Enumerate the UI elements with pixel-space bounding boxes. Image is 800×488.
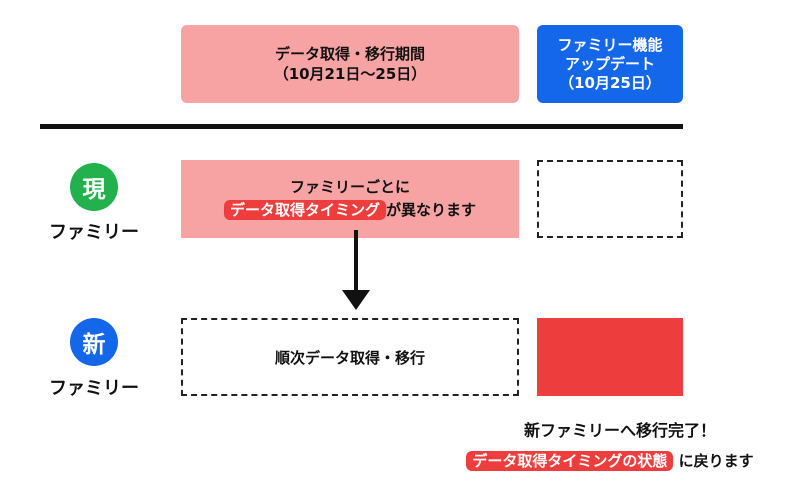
return-highlight-chip: データ取得タイミングの状態 (466, 451, 674, 471)
current-timing-box: ファミリーごとに データ取得タイミングが異なります (181, 160, 519, 238)
current-badge-text: 現 (82, 177, 106, 203)
timing-highlight-chip: データ取得タイミング (223, 200, 386, 220)
empty-dashed-placeholder (537, 160, 683, 238)
return-message-suffix: に戻ります (678, 452, 754, 470)
current-badge: 現 (70, 163, 118, 211)
current-timing-line1: ファミリーごとに (289, 178, 410, 196)
current-family-label: ファミリー (49, 222, 139, 243)
family-update-box: ファミリー機能 アップデート （10月25日） (537, 25, 683, 103)
down-arrow-icon (342, 230, 370, 310)
migration-period-title: データ取得・移行期間 (274, 45, 425, 63)
migration-period-dates: （10月21日〜25日） (273, 65, 427, 83)
new-family-label: ファミリー (49, 378, 139, 399)
new-badge: 新 (70, 318, 118, 366)
update-applied-block (537, 318, 683, 396)
current-timing-line2: データ取得タイミングが異なります (223, 199, 477, 222)
return-message: データ取得タイミングの状態 に戻ります (440, 450, 780, 471)
timeline-divider (40, 124, 683, 129)
sequential-migration-box: 順次データ取得・移行 (181, 318, 519, 396)
completion-message: 新ファミリーへ移行完了！ (523, 421, 716, 440)
migration-period-box: データ取得・移行期間 （10月21日〜25日） (181, 25, 519, 103)
new-badge-text: 新 (82, 332, 106, 358)
family-update-date: （10月25日） (559, 73, 661, 92)
timing-line-suffix: が異なります (386, 201, 477, 219)
family-update-line2: アップデート (564, 54, 655, 73)
family-update-line1: ファミリー機能 (557, 35, 663, 54)
sequential-migration-text: 順次データ取得・移行 (274, 348, 425, 367)
